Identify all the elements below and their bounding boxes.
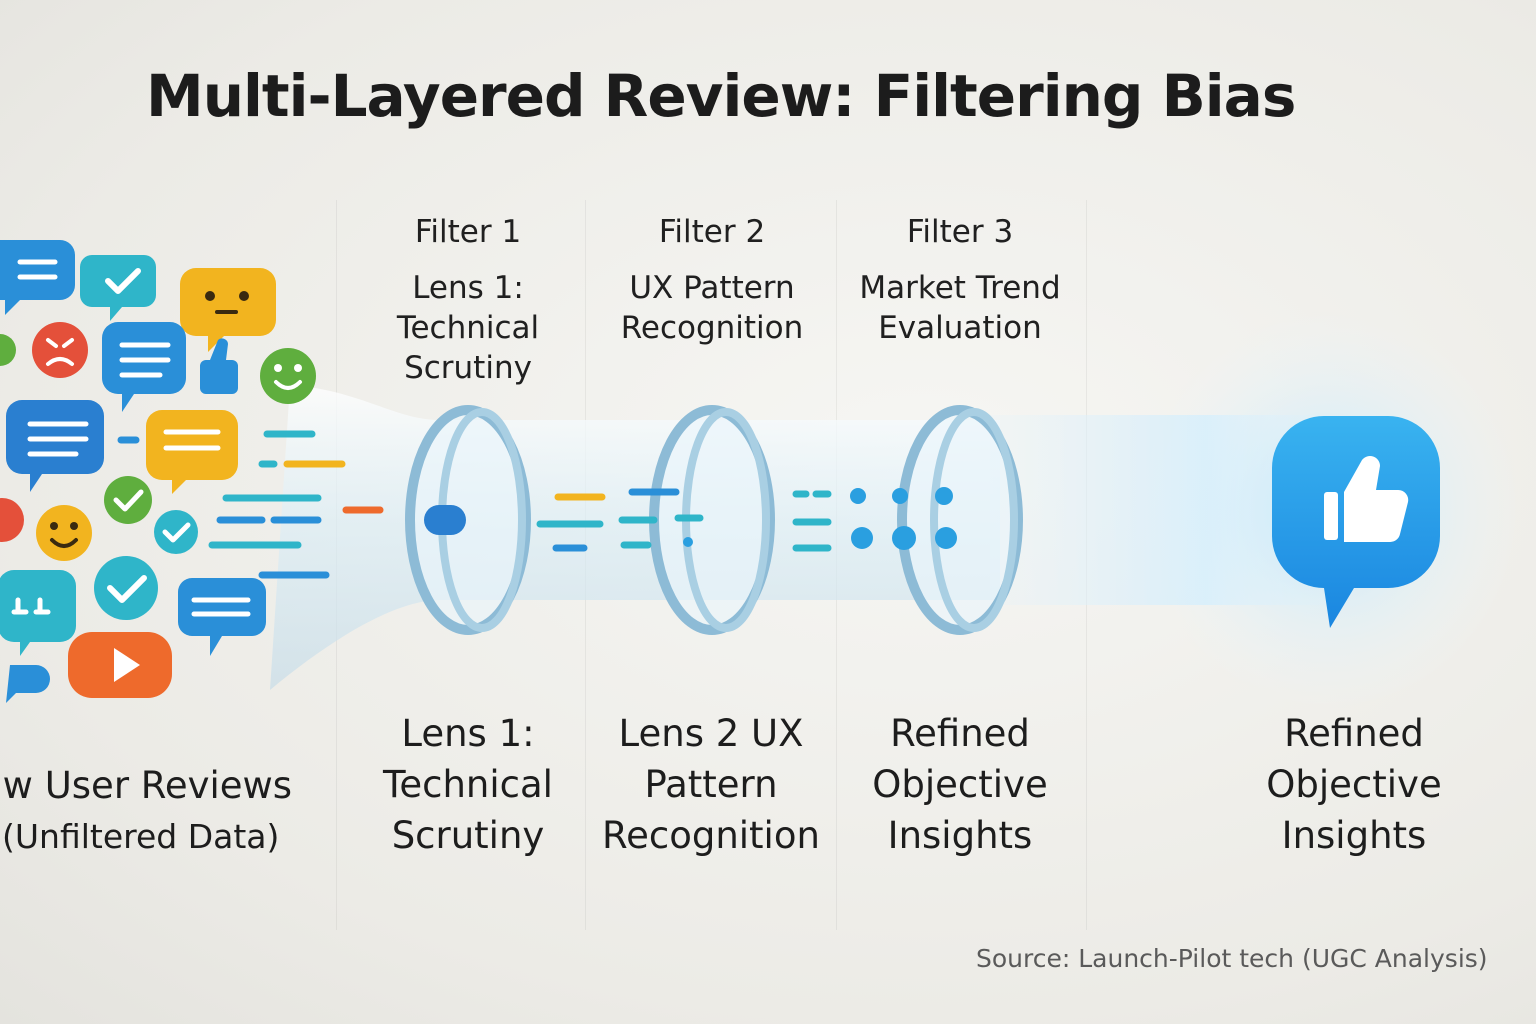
raw-reviews-subtitle: (Unfiltered Data) [2, 817, 280, 856]
smiley-icon [260, 348, 316, 404]
filter-2-heading: Filter 2 [658, 214, 766, 250]
lens-2-stage-label: Lens 2 UX Pattern Recognition [602, 712, 820, 857]
checkmark-icon [154, 510, 198, 554]
speech-bubble-icon [146, 410, 238, 494]
sad-face-icon [0, 498, 24, 542]
filter-ring-1 [405, 405, 531, 635]
sad-face-icon [32, 322, 88, 378]
page-title: Multi-Layered Review: Filtering Bias [146, 62, 1296, 130]
speech-bubble-icon [0, 570, 76, 656]
data-dots [424, 487, 957, 550]
speech-bubble-icon [6, 665, 50, 703]
source-caption: Source: Launch-Pilot tech (UGC Analysis) [976, 944, 1488, 973]
filter-3-heading: Filter 3 [906, 214, 1014, 250]
play-icon [68, 632, 172, 698]
checkmark-icon [104, 476, 152, 524]
filter-2-label: Filter 2 UX Pattern Recognition [582, 212, 842, 348]
thumbs-up-icon [200, 338, 238, 394]
stage-3-label: Refined Objective Insights [872, 712, 1048, 857]
filter-ring-3 [897, 405, 1023, 635]
data-stream [117, 430, 832, 579]
filter-1-heading: Filter 1 [414, 214, 522, 250]
speech-bubble-icon [0, 240, 75, 315]
smiley-icon [0, 334, 16, 366]
raw-reviews-title: aw User Reviews [0, 764, 293, 807]
checkmark-icon [94, 556, 158, 620]
lens-1-stage-label: Lens 1: Technical Scrutiny [383, 712, 553, 857]
filter-2-lens: UX Pattern Recognition [620, 270, 804, 346]
output-label: Refined Objective Insights [1266, 712, 1442, 857]
smiley-icon [36, 505, 92, 561]
filter-ring-2 [649, 405, 775, 635]
filter-3-label: Filter 3 Market Trend Evaluation [830, 212, 1090, 348]
filter-3-lens: Market Trend Evaluation [859, 270, 1061, 346]
speech-bubble-icon [178, 578, 266, 656]
checkmark-icon [80, 255, 156, 321]
speech-bubble-icon [102, 322, 186, 412]
thumbs-up-icon [1272, 416, 1440, 628]
smiley-icon [180, 268, 276, 352]
raw-reviews-label: aw User Reviews (Unfiltered Data) [0, 760, 310, 862]
filter-1-lens: Lens 1: Technical Scrutiny [396, 270, 540, 386]
filter-1-label: Filter 1 Lens 1: Technical Scrutiny [338, 212, 598, 388]
speech-bubble-icon [6, 400, 104, 492]
funnel [270, 385, 1000, 690]
